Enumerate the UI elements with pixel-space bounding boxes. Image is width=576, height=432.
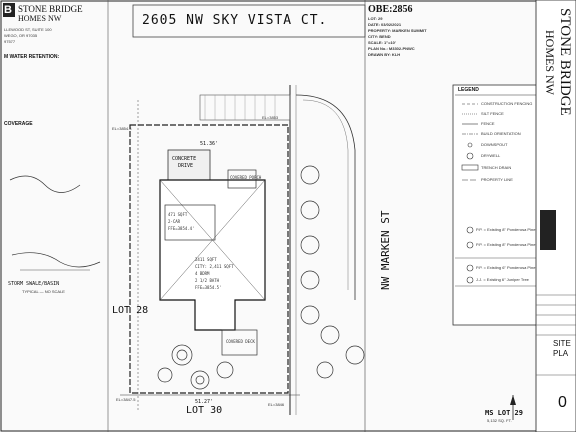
- legend-tree: P.P. = Existing 6" Ponderosa Pine: [476, 265, 536, 270]
- garage-area: 471 SQFT: [168, 212, 188, 217]
- vertical-logo-mark: [540, 210, 556, 250]
- elevation-ne: EL=3853: [262, 115, 279, 120]
- legend-tree: J.J. = Existing 6" Juniper Tree: [476, 277, 529, 282]
- garage-type: 2-CAR: [168, 219, 181, 224]
- house-ffe: FFE=3854.5': [195, 285, 222, 290]
- legend-box: [452, 84, 539, 326]
- company-address-1: LLEWOOD ST, SUITE 100: [4, 27, 52, 32]
- info-city: CITY: BEND: [368, 34, 391, 39]
- info-lot: LOT: 29: [368, 16, 383, 21]
- garage-ffe: FFE=3854.4': [168, 226, 195, 231]
- info-property: PROPERTY: MARKEN SUMMIT: [368, 28, 427, 33]
- info-plan-no: PLAN No.: M3302-PNWC: [368, 46, 415, 51]
- legend-item: DRYWELL: [481, 153, 501, 158]
- titleblock-site: SITE: [553, 339, 571, 348]
- swale-title: STORM SWALE/BASIN: [8, 281, 60, 287]
- logo-box: [3, 3, 15, 17]
- covered-deck-label: COVERED DECK: [226, 339, 255, 344]
- titleblock-company-2: HOMES NW: [543, 30, 557, 95]
- house-bedrooms: 4 BDRM: [195, 271, 210, 276]
- driveway-label-1: CONCRETE: [172, 156, 197, 162]
- elevation-sw: EL=3847.5: [116, 397, 136, 402]
- company-name-line2: HOMES NW: [18, 14, 62, 23]
- dimension-bottom: 51.27': [195, 399, 214, 405]
- street-address-title: 2605 NW SKY VISTA CT.: [142, 13, 328, 28]
- house-footprint: [159, 179, 266, 331]
- lot-28-label: LOT 28: [112, 305, 149, 316]
- legend-item: BUILD ORIENTATION: [481, 131, 521, 136]
- driveway-label-2: DRIVE: [178, 163, 194, 169]
- legend-item: DOWNSPOUT: [481, 142, 508, 147]
- legend-item: CONSTRUCTION FENCING: [481, 101, 533, 106]
- company-name-line1: STONE BRIDGE: [18, 4, 83, 14]
- water-retention-heading: M WATER RETENTION:: [4, 54, 60, 60]
- legend-item: PROPERTY LINE: [481, 177, 513, 182]
- covered-porch-label: COVERED PORCH: [230, 175, 262, 180]
- elevation-se: EL=3846: [268, 402, 285, 407]
- info-drawn-by: DRAWN BY: KLH: [368, 52, 401, 57]
- lot-main-label: MS LOT 29: [485, 409, 523, 417]
- lot-30-label: LOT 30: [186, 405, 223, 416]
- legend-item: FENCE: [481, 121, 495, 126]
- titleblock-page: 0: [558, 394, 567, 411]
- house-baths: 2 1/2 BATH: [195, 278, 220, 283]
- legend-title: LEGEND: [458, 87, 479, 93]
- info-date: DATE: 03/02/2021: [368, 22, 402, 27]
- house-city-area: CITY: 2,411 SQFT: [195, 264, 234, 269]
- elevation-nw: EL=3854.3: [112, 126, 132, 131]
- logo-letter: B: [4, 4, 12, 16]
- info-scale: SCALE: 1"=10': [368, 40, 396, 45]
- house-area: 2411 SQFT: [195, 257, 217, 262]
- side-street-label: NW MARKEN ST: [379, 210, 392, 290]
- street-trees: [300, 165, 320, 325]
- lot-area: 5,132 SQ. FT.: [487, 418, 512, 423]
- titleblock-company-1: STONE BRIDGE: [557, 8, 573, 116]
- legend-tree: P.P. = Existing 8" Ponderosa Pine: [476, 242, 536, 247]
- legend-item: SILT FENCE: [481, 111, 504, 116]
- company-address-3: 97577: [4, 39, 16, 44]
- legend-item: TRENCH DRAIN: [481, 165, 512, 170]
- coverage-heading: COVERAGE: [4, 121, 33, 127]
- yard-trees: [157, 344, 234, 390]
- property-line: [129, 124, 289, 394]
- legend-tree: P.P. = Existing 8" Ponderosa Pine: [476, 227, 536, 232]
- swale-subtitle: TYPICAL — NO SCALE: [22, 289, 65, 294]
- company-address-2: WEGO, OR 97035: [4, 33, 38, 38]
- driveway: [167, 149, 211, 181]
- dimension-top: 51.36': [200, 141, 219, 147]
- job-number: OBE:2856: [368, 4, 413, 15]
- titleblock-plan: PLA: [553, 349, 569, 358]
